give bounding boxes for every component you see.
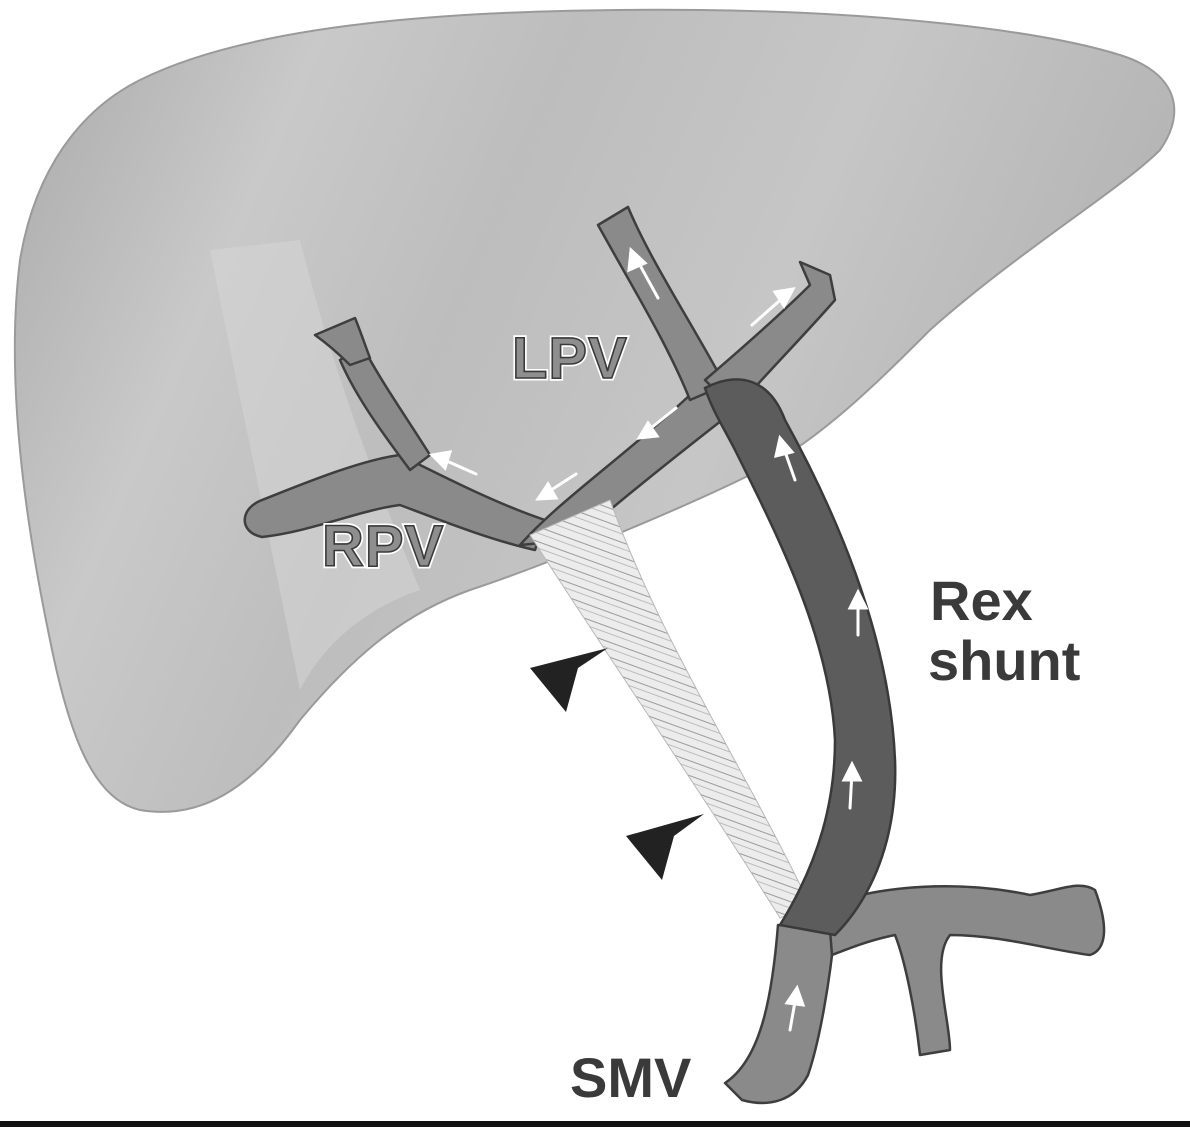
white-arrow-icon [535, 472, 578, 501]
label-smv: SMV [570, 1046, 691, 1109]
bottom-border [0, 1121, 1190, 1127]
black-arrowhead-icon [626, 814, 704, 880]
white-arrow-icon [774, 434, 797, 482]
label-lpv: LPV LPV [510, 324, 630, 394]
svg-text:RPV: RPV [322, 514, 444, 579]
label-rpv: RPV RPV [320, 512, 446, 582]
flow-arrows [428, 246, 869, 1032]
white-arrow-icon [847, 588, 869, 637]
svg-text:LPV: LPV [512, 326, 628, 391]
white-arrow-icon [636, 406, 678, 440]
label-rex: Rex [930, 569, 1033, 632]
svg-text:LPV: LPV [512, 326, 628, 391]
label-shunt: shunt [928, 629, 1080, 692]
thrombosed-portal-segment [529, 499, 811, 919]
white-arrow-icon [627, 246, 660, 300]
black-arrowhead-icon [530, 648, 608, 712]
white-arrow-icon [784, 984, 806, 1032]
white-arrow-icon [750, 287, 796, 327]
svg-text:RPV: RPV [322, 514, 444, 579]
rex-shunt-vessel [703, 378, 897, 937]
liver-highlight [210, 240, 420, 690]
white-arrow-icon [428, 450, 478, 476]
white-arrow-icon [841, 760, 863, 810]
